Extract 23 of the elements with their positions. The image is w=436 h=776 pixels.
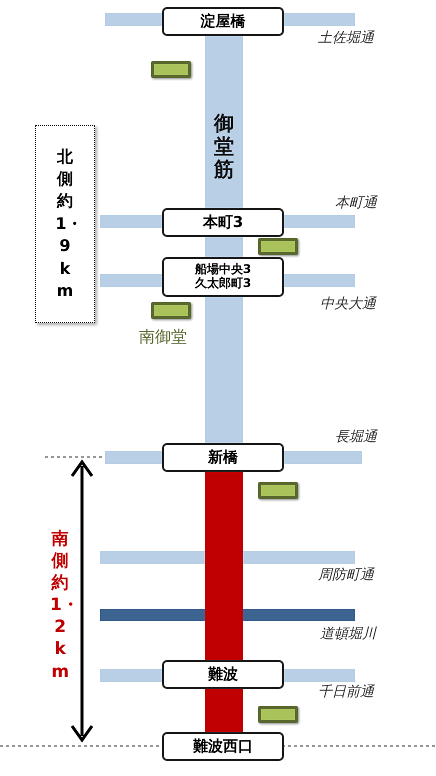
distance-text: 南側約1・2km (50, 528, 70, 683)
station-box: 難波 (162, 660, 284, 689)
station-box: 本町3 (162, 208, 284, 237)
landmark-marker (258, 482, 298, 499)
landmark-marker (151, 302, 191, 319)
street-name: 土佐堀通 (318, 29, 374, 47)
landmark-marker (258, 238, 298, 255)
street-name: 周防町通 (318, 566, 374, 584)
street-name: 長堀通 (335, 428, 377, 446)
landmark-name: 南御堂 (139, 327, 187, 348)
street-name: 本町通 (335, 194, 377, 212)
station-box: 船場中央3久太郎町3 (162, 257, 284, 297)
landmark-marker (151, 61, 191, 78)
street-name: 千日前通 (318, 683, 374, 701)
landmark-marker (258, 706, 298, 723)
station-box: 新橋 (162, 443, 284, 472)
station-box: 難波西口 (162, 732, 284, 761)
station-box: 淀屋橋 (162, 7, 284, 36)
street-name: 御堂筋 (212, 112, 236, 192)
street-name: 中央大通 (320, 295, 376, 313)
street-name: 道頓堀川 (320, 625, 376, 643)
distance-text: 北側約1・9km (55, 146, 75, 302)
distance-box (35, 125, 95, 323)
